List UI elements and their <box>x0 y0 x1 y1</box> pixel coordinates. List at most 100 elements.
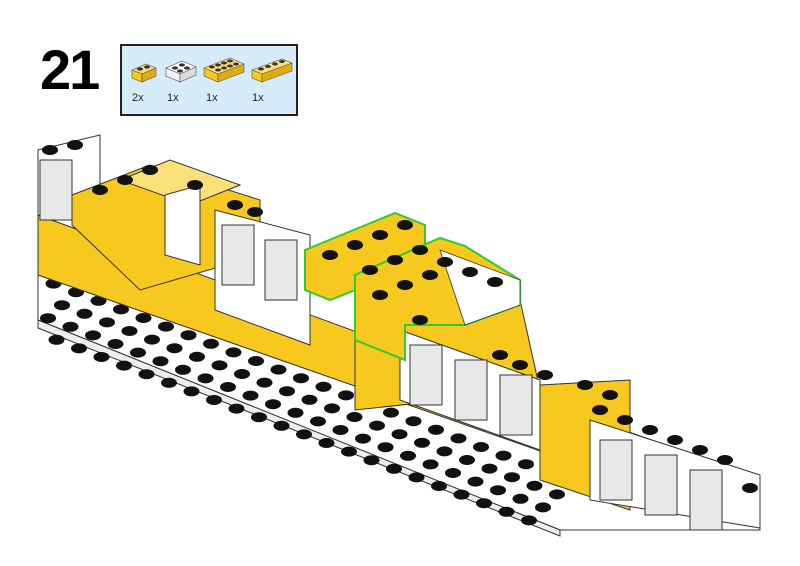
stud <box>397 280 413 290</box>
stud <box>481 463 498 474</box>
stud <box>48 334 65 345</box>
window <box>599 439 633 501</box>
stud <box>166 343 183 354</box>
stud <box>67 140 83 150</box>
stud <box>490 485 506 496</box>
stud <box>592 405 608 415</box>
stud <box>577 380 593 390</box>
stud <box>138 369 155 380</box>
stud <box>227 200 243 210</box>
stud <box>324 403 340 414</box>
stud <box>549 489 565 500</box>
stud <box>211 360 228 371</box>
stud <box>467 476 484 487</box>
white-brick-2x2-icon <box>165 60 197 83</box>
stud <box>270 364 287 375</box>
stud <box>187 180 203 190</box>
yellow-brick-1x4-icon <box>251 58 293 83</box>
wall <box>37 134 761 531</box>
part-qty: 1x <box>252 92 264 104</box>
stud <box>206 395 222 405</box>
stud <box>431 481 447 491</box>
stud <box>99 317 115 328</box>
stud <box>498 506 515 517</box>
yellow-brick-1x2-icon <box>131 63 157 83</box>
stud <box>355 433 371 444</box>
stud <box>161 377 177 388</box>
stud <box>228 403 245 414</box>
stud <box>372 290 388 300</box>
stud <box>92 185 108 195</box>
stud <box>152 356 169 367</box>
stud <box>717 455 733 465</box>
stud <box>180 330 197 341</box>
stud <box>242 390 259 401</box>
stud <box>422 459 439 470</box>
stud <box>273 420 290 431</box>
window <box>409 344 443 406</box>
stud <box>279 386 295 397</box>
stud <box>113 304 129 315</box>
stud <box>287 407 304 418</box>
parts-list-panel: 2x 1x 1x 1x <box>120 44 298 116</box>
stud <box>62 321 79 332</box>
window <box>221 224 255 286</box>
stud <box>512 360 528 370</box>
stud <box>347 240 363 250</box>
stud <box>369 420 385 431</box>
stud <box>315 381 332 392</box>
stud <box>518 459 534 470</box>
window <box>39 159 73 221</box>
stud <box>135 313 152 323</box>
stud <box>338 390 354 401</box>
stud <box>535 502 551 513</box>
stud <box>332 425 349 435</box>
stud <box>495 450 512 461</box>
step-number: 21 <box>40 38 100 101</box>
yellow-brick-2x4-icon <box>203 57 245 83</box>
stud <box>203 338 219 349</box>
window <box>264 239 298 301</box>
stud <box>476 498 492 509</box>
stud <box>251 412 267 423</box>
stud <box>642 425 658 435</box>
stud <box>248 356 264 366</box>
stud <box>436 446 453 457</box>
stud <box>383 407 399 418</box>
stud <box>512 493 529 504</box>
new-parts-highlight <box>42 140 758 493</box>
stud <box>144 334 160 345</box>
stud <box>473 442 489 452</box>
stud <box>247 207 263 217</box>
stud <box>225 347 242 358</box>
stud <box>391 429 408 440</box>
stud <box>220 382 236 392</box>
stud <box>492 350 508 360</box>
stud <box>158 321 174 332</box>
stud <box>183 386 200 397</box>
stud <box>265 399 281 410</box>
stud <box>341 446 357 457</box>
stud <box>76 308 93 319</box>
stud <box>437 257 453 267</box>
stud <box>293 373 309 384</box>
stud <box>363 455 380 466</box>
stud <box>256 377 273 388</box>
stud <box>90 295 107 306</box>
stud <box>121 326 138 336</box>
stud <box>414 437 430 448</box>
stud <box>301 394 318 405</box>
stud <box>422 270 438 280</box>
stud <box>40 313 56 324</box>
stud <box>462 267 478 277</box>
part-qty: 1x <box>167 92 179 104</box>
stud <box>71 343 87 354</box>
stud <box>445 468 461 478</box>
stud <box>346 412 363 422</box>
stud <box>428 424 444 435</box>
stud <box>667 435 683 445</box>
stud <box>450 433 467 444</box>
stud <box>372 230 388 240</box>
stud <box>189 351 205 362</box>
